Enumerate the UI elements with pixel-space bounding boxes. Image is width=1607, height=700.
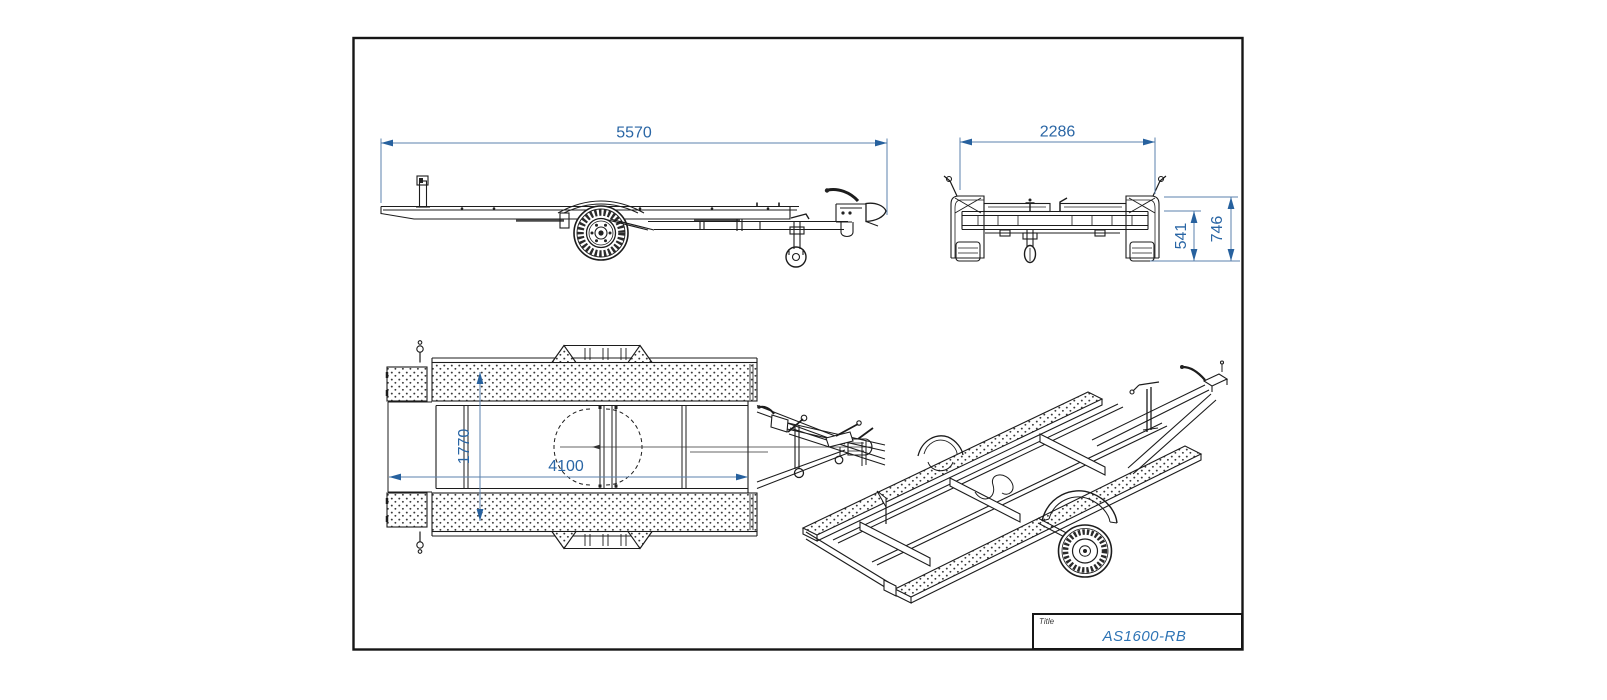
rear-jockey-wheel — [1022, 230, 1038, 264]
title-value: AS1600-RB — [1102, 628, 1187, 645]
dim-inner-width-text: 1770 — [456, 429, 473, 465]
arrowhead — [736, 473, 748, 481]
dim-bed-length-text: 4100 — [548, 458, 584, 475]
iso-wheel — [1057, 524, 1113, 578]
iso-far-fender — [917, 435, 964, 472]
side-fender — [557, 200, 645, 214]
detached-drawbar — [757, 405, 886, 466]
dimension-overall-length: 5570 — [380, 125, 888, 215]
hidden-wheel-arc — [553, 408, 591, 486]
rear-left-tire — [955, 241, 981, 262]
top-view — [385, 340, 874, 554]
arrowhead — [1190, 249, 1198, 261]
dim-overall-width-text: 2286 — [1040, 124, 1076, 141]
arrowhead — [476, 372, 484, 384]
dimension-fender-height: 746 — [1150, 196, 1240, 262]
arrowhead — [875, 139, 887, 147]
arrowhead — [1227, 249, 1235, 261]
rear-view — [943, 175, 1167, 264]
breakaway-cable — [974, 474, 1014, 500]
plan-fenders — [550, 344, 654, 550]
rear-right-tire — [1129, 241, 1155, 262]
iso-lamp-stake — [876, 490, 897, 597]
iso-fender — [1041, 490, 1118, 524]
rear-lamp-post — [416, 175, 430, 208]
dimension-inner-width: 1770 — [456, 372, 484, 521]
arrowhead — [381, 139, 393, 147]
title-block: Title AS1600-RB — [1032, 613, 1243, 650]
arrowhead — [1227, 197, 1235, 209]
iso-coupling — [1180, 360, 1229, 392]
dim-overall-length-text: 5570 — [616, 125, 652, 142]
dim-fender-height-text: 746 — [1209, 216, 1226, 243]
rear-lamp-masts — [943, 175, 1167, 197]
title-label: Title — [1039, 617, 1055, 626]
arrowhead — [1143, 138, 1155, 146]
arrowhead — [960, 138, 972, 146]
arrowhead — [476, 509, 484, 521]
dimension-bed-length: 4100 — [389, 458, 748, 481]
dimension-bed-height: 541 — [1164, 210, 1201, 261]
dim-bed-height-text: 541 — [1173, 223, 1190, 250]
isometric-view — [757, 360, 1229, 604]
side-wheel — [573, 205, 629, 261]
arrowhead — [389, 473, 401, 481]
arrowhead — [1190, 211, 1198, 223]
dimension-overall-width: 2286 — [959, 124, 1156, 194]
jockey-wheel — [785, 213, 810, 268]
iso-winch-post — [1129, 381, 1160, 432]
side-view — [380, 175, 887, 268]
sheet-frame — [352, 36, 1244, 651]
plan-lamp-stalks — [416, 340, 424, 554]
coupling-head — [824, 188, 887, 238]
